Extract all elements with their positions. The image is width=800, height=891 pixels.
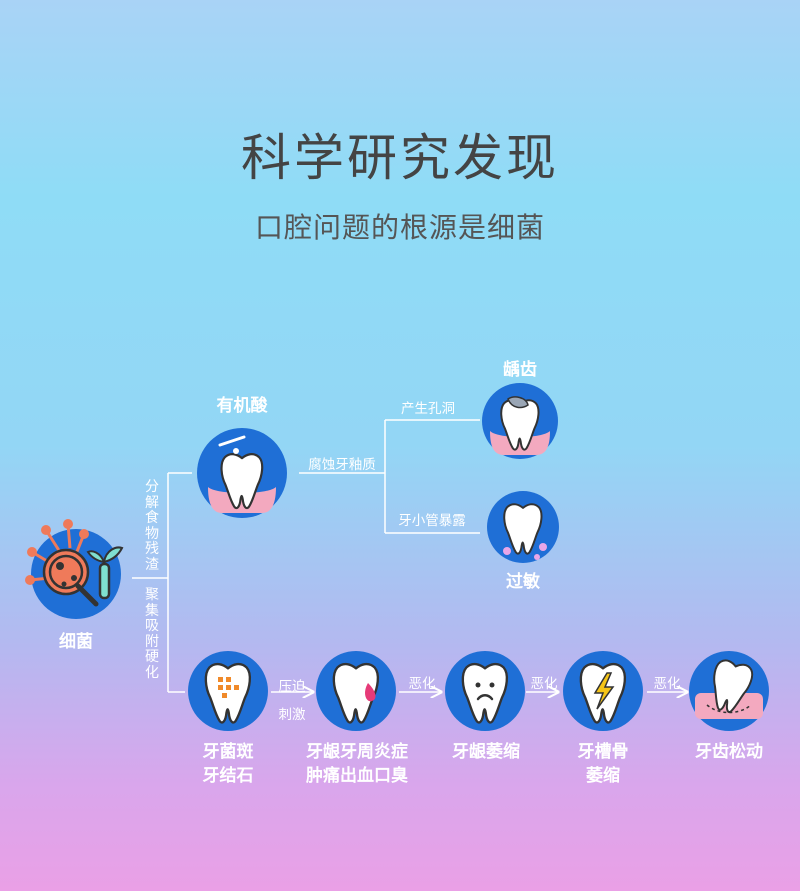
node-alveolar-bone [563, 651, 643, 731]
lightning-icon [593, 672, 615, 710]
edge-label-press: 压迫 [278, 679, 306, 695]
label-gingivitis-line1: 牙龈牙周炎症 [306, 742, 408, 762]
edge-label-decompose: 分解食物残渣 [145, 479, 159, 573]
plaque-icon [218, 677, 239, 698]
sensitivity-dot [534, 554, 540, 560]
sad-mouth-icon [476, 694, 494, 701]
label-plaque-line2: 牙结石 [202, 766, 254, 786]
label-sensitivity: 过敏 [506, 572, 540, 592]
node-caries [482, 383, 558, 459]
node-gum-recession [445, 651, 525, 731]
label-gingivitis-line2: 肿痛出血口臭 [306, 766, 408, 786]
edge-label-stimulate: 刺激 [278, 707, 306, 723]
node-plaque [188, 651, 268, 731]
sensitivity-dot [503, 547, 511, 555]
page-subtitle: 口腔问题的根源是细菌 [254, 211, 545, 244]
page-title: 科学研究发现 [241, 129, 559, 187]
edge-label-worsen2: 恶化 [530, 676, 558, 692]
label-bone-line2: 萎缩 [586, 766, 620, 786]
edge-label-tubule: 牙小管暴露 [398, 513, 466, 529]
edge-label-worsen1: 恶化 [408, 676, 436, 692]
sensitivity-dot [539, 543, 547, 551]
node-organic-acid [197, 428, 287, 518]
label-plaque: 牙菌斑 牙结石 [183, 740, 273, 788]
node-loose-teeth [689, 651, 769, 731]
dropper-icon [218, 435, 246, 447]
label-gingivitis: 牙龈牙周炎症 肿痛出血口臭 [291, 740, 423, 788]
bacteria-icon [25, 519, 124, 607]
label-bacteria: 细菌 [59, 632, 93, 652]
label-bone-line1: 牙槽骨 [577, 742, 629, 762]
label-gum-recession: 牙龈萎缩 [452, 742, 520, 762]
connector-lines [132, 419, 687, 692]
label-loose-teeth: 牙齿松动 [695, 742, 763, 762]
eye-icon [489, 682, 495, 688]
edge-label-adsorb: 聚集吸附硬化 [145, 587, 159, 681]
label-caries: 龋齿 [503, 360, 537, 380]
edge-label-cavity: 产生孔洞 [401, 401, 455, 417]
cavity-icon [507, 396, 529, 409]
edge-label-worsen3: 恶化 [653, 676, 681, 692]
drop-icon [233, 448, 239, 454]
label-organic-acid: 有机酸 [216, 396, 268, 416]
edge-label-corrode: 腐蚀牙釉质 [308, 457, 376, 473]
node-sensitivity [487, 491, 559, 563]
label-plaque-line1: 牙菌斑 [202, 742, 254, 762]
blood-drop-icon [365, 683, 376, 702]
eye-icon [475, 682, 481, 688]
node-bacteria [25, 519, 124, 619]
label-alveolar-bone: 牙槽骨 萎缩 [565, 740, 641, 788]
node-gingivitis [316, 651, 396, 731]
